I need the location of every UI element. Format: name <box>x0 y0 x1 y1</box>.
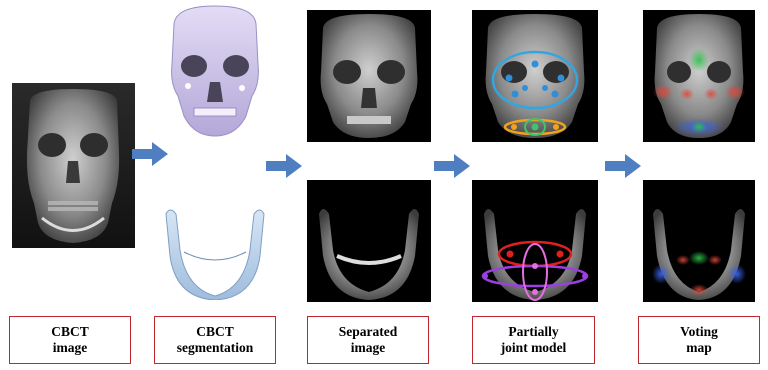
label-line-1: CBCT <box>196 324 234 340</box>
right-arrow-icon <box>132 142 168 166</box>
label-line-1: Separated <box>339 324 398 340</box>
separated-mandible-image <box>307 180 431 302</box>
right-arrow-icon <box>266 154 302 178</box>
voting-map-mandible <box>643 180 755 302</box>
label-separated-image: Separated image <box>307 316 429 364</box>
segmentation-skull <box>160 4 270 138</box>
joint-model-skull <box>472 10 598 142</box>
right-arrow-icon <box>605 154 641 178</box>
cbct-image <box>12 83 135 248</box>
label-cbct-segmentation: CBCT segmentation <box>154 316 276 364</box>
label-line-2: joint model <box>501 340 567 356</box>
right-arrow-icon <box>434 154 470 178</box>
label-cbct-image: CBCT image <box>9 316 131 364</box>
voting-map-skull <box>643 10 755 142</box>
label-line-2: segmentation <box>177 340 254 356</box>
label-line-1: Voting <box>680 324 718 340</box>
label-line-2: image <box>351 340 386 356</box>
label-line-1: CBCT <box>51 324 89 340</box>
joint-model-mandible <box>472 180 598 302</box>
segmentation-mandible <box>160 206 270 300</box>
label-partially-joint-model: Partially joint model <box>472 316 595 364</box>
label-line-2: map <box>686 340 712 356</box>
label-line-1: Partially <box>508 324 558 340</box>
label-line-2: image <box>53 340 88 356</box>
label-voting-map: Voting map <box>638 316 760 364</box>
separated-skull-image <box>307 10 431 142</box>
